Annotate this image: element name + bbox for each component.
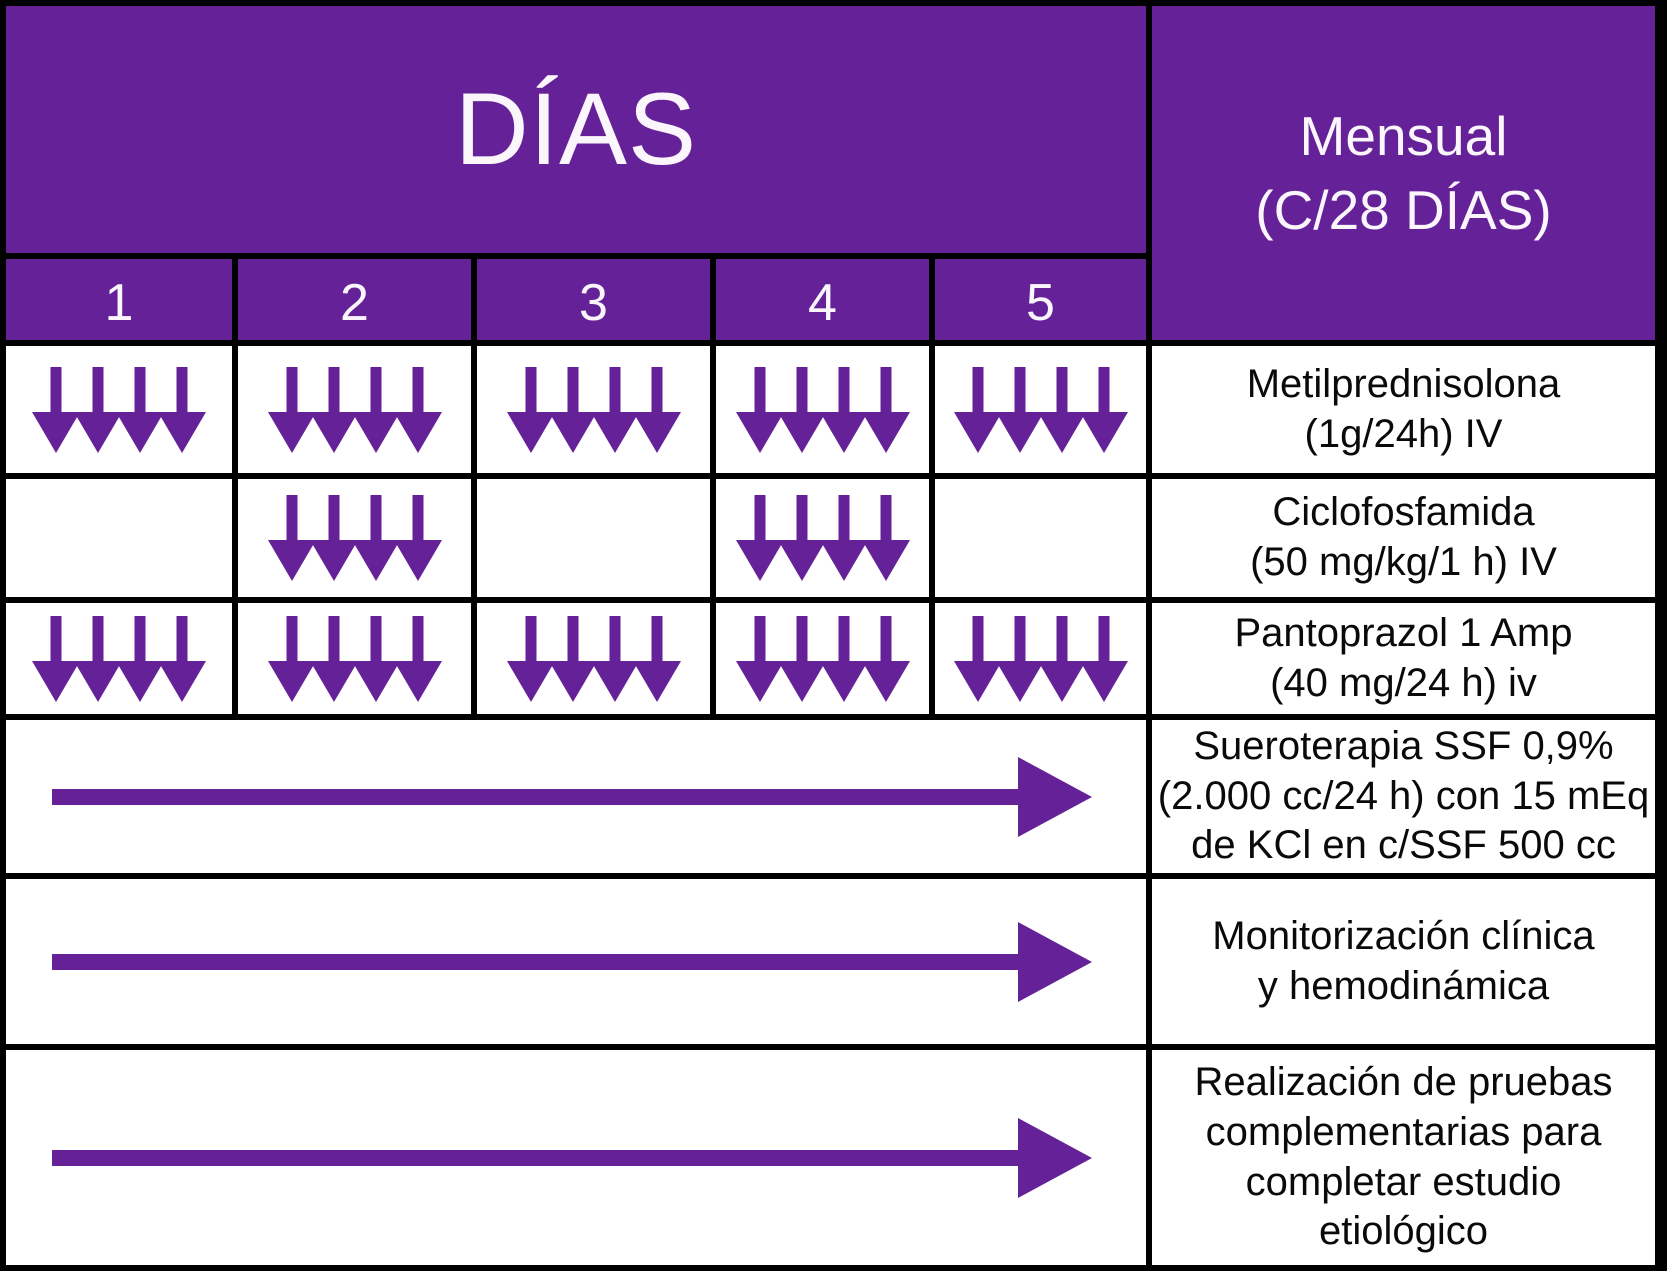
continuous-cell-pruebas xyxy=(6,1050,1146,1265)
label-monitorizacion: Monitorización clínica y hemodinámica xyxy=(1152,879,1655,1044)
drug-name: Ciclofosfamida xyxy=(1272,490,1535,535)
label-pruebas: Realización de pruebas complementarias p… xyxy=(1152,1050,1655,1265)
therapy-line: completar estudio xyxy=(1245,1159,1562,1204)
drug-name: Metilprednisolona xyxy=(1246,361,1561,406)
continuous-therapy-arrow-icon xyxy=(52,756,1092,837)
mensual-header-line1: Mensual xyxy=(1299,104,1508,167)
schedule-cell-pantoprazol-day2 xyxy=(238,603,471,714)
day-header-3: 3 xyxy=(477,259,710,340)
daily-dose-arrows-icon xyxy=(267,366,442,453)
dias-header: DÍAS xyxy=(6,6,1146,253)
drug-dose: (40 mg/24 h) iv xyxy=(1270,660,1537,705)
schedule-cell-pantoprazol-day1 xyxy=(6,603,232,714)
label-pantoprazol: Pantoprazol 1 Amp (40 mg/24 h) iv xyxy=(1152,603,1655,714)
schedule-cell-pantoprazol-day3 xyxy=(477,603,710,714)
continuous-therapy-arrow-icon xyxy=(52,1117,1092,1198)
daily-dose-arrows-icon xyxy=(953,615,1128,702)
therapy-line: complementarias para xyxy=(1205,1109,1602,1154)
day-header-1: 1 xyxy=(6,259,232,340)
therapy-line: (2.000 cc/24 h) con 15 mEq xyxy=(1157,773,1650,818)
dias-header-label: DÍAS xyxy=(454,72,698,186)
therapy-line: Realización de pruebas xyxy=(1194,1060,1613,1105)
continuous-therapy-arrow-icon xyxy=(52,921,1092,1002)
mensual-header-line2: (C/28 DÍAS) xyxy=(1255,179,1552,241)
daily-dose-arrows-icon xyxy=(735,366,910,453)
schedule-cell-metilprednisolona-day4 xyxy=(716,346,929,473)
schedule-cell-metilprednisolona-day3 xyxy=(477,346,710,473)
day-header-5: 5 xyxy=(935,259,1146,340)
therapy-line: Sueroterapia SSF 0,9% xyxy=(1193,724,1614,769)
schedule-cell-metilprednisolona-day2 xyxy=(238,346,471,473)
day-header-2: 2 xyxy=(238,259,471,340)
drug-name: Pantoprazol 1 Amp xyxy=(1234,610,1573,655)
daily-dose-arrows-icon xyxy=(32,366,206,453)
daily-dose-arrows-icon xyxy=(735,615,910,702)
mensual-header: Mensual (C/28 DÍAS) xyxy=(1152,6,1655,340)
schedule-cell-metilprednisolona-day1 xyxy=(6,346,232,473)
schedule-cell-ciclofosfamida-day1 xyxy=(6,479,232,597)
drug-dose: (50 mg/kg/1 h) IV xyxy=(1250,540,1557,584)
schedule-cell-ciclofosfamida-day2 xyxy=(238,479,471,597)
schedule-cell-pantoprazol-day5 xyxy=(935,603,1146,714)
daily-dose-arrows-icon xyxy=(735,495,910,581)
therapy-line: y hemodinámica xyxy=(1257,963,1550,1008)
daily-dose-arrows-icon xyxy=(267,615,442,702)
continuous-cell-monitorizacion xyxy=(6,879,1146,1044)
schedule-cell-ciclofosfamida-day3 xyxy=(477,479,710,597)
schedule-cell-ciclofosfamida-day4 xyxy=(716,479,929,597)
label-ciclofosfamida: Ciclofosfamida (50 mg/kg/1 h) IV xyxy=(1152,479,1655,597)
schedule-cell-pantoprazol-day4 xyxy=(716,603,929,714)
daily-dose-arrows-icon xyxy=(32,615,206,702)
daily-dose-arrows-icon xyxy=(506,615,681,702)
schedule-cell-metilprednisolona-day5 xyxy=(935,346,1146,473)
schedule-cell-ciclofosfamida-day5 xyxy=(935,479,1146,597)
daily-dose-arrows-icon xyxy=(506,366,681,453)
therapy-line: de KCl en c/SSF 500 cc xyxy=(1191,823,1616,868)
label-metilprednisolona: Metilprednisolona (1g/24h) IV xyxy=(1152,346,1655,473)
label-sueroterapia: Sueroterapia SSF 0,9% (2.000 cc/24 h) co… xyxy=(1152,720,1655,873)
drug-dose: (1g/24h) IV xyxy=(1304,411,1503,456)
therapy-line: Monitorización clínica xyxy=(1212,913,1595,958)
daily-dose-arrows-icon xyxy=(267,495,442,581)
day-header-4: 4 xyxy=(716,259,929,340)
daily-dose-arrows-icon xyxy=(953,366,1128,453)
therapy-line: etiológico xyxy=(1318,1209,1488,1254)
continuous-cell-sueroterapia xyxy=(6,720,1146,873)
